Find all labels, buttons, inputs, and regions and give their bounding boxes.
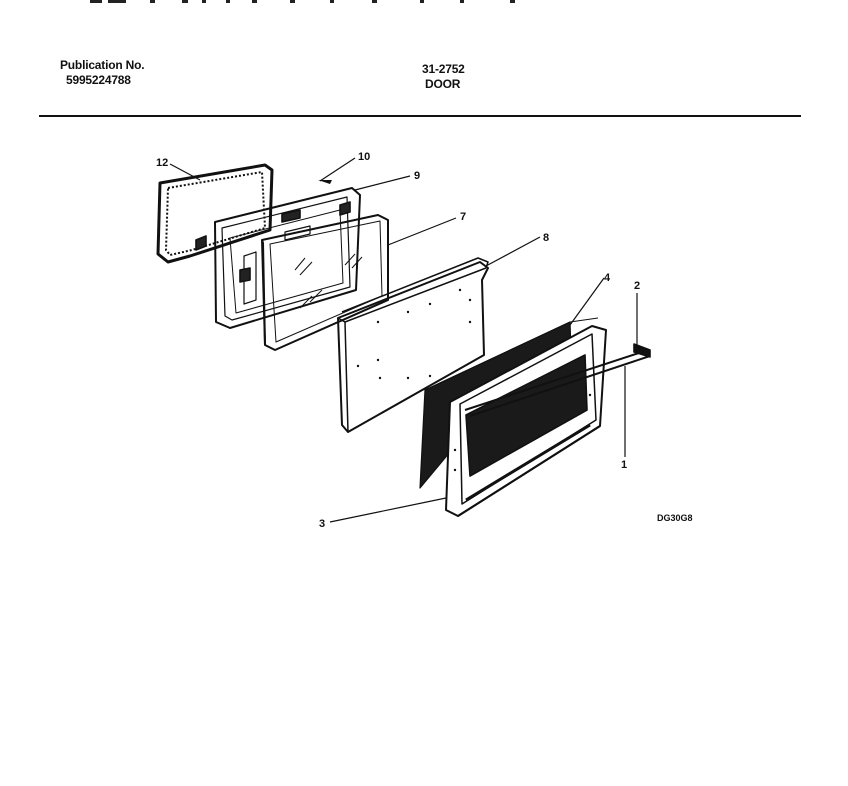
diagram-code: DG30G8 <box>657 513 693 523</box>
part-7-glass-pack <box>261 214 389 351</box>
part-8-inner-door <box>337 257 489 433</box>
callout-10: 10 <box>358 151 370 163</box>
part-1-handle <box>464 343 651 417</box>
callout-2: 2 <box>634 280 640 292</box>
document-number: 31-2752 <box>422 62 465 76</box>
callout-8: 8 <box>543 232 549 244</box>
part-9-inner-panel <box>214 187 361 329</box>
callout-1: 1 <box>621 459 627 471</box>
header-divider <box>39 115 801 117</box>
callout-12: 12 <box>156 157 168 169</box>
callout-7: 7 <box>460 211 466 223</box>
top-edge-artifacts <box>90 0 515 3</box>
publication-label: Publication No. <box>60 58 145 72</box>
section-title: DOOR <box>425 77 461 91</box>
callout-9: 9 <box>414 170 420 182</box>
callout-4: 4 <box>604 272 611 284</box>
callout-3: 3 <box>319 518 325 530</box>
publication-number: 5995224788 <box>66 73 131 87</box>
part-3-outer-door-frame <box>445 325 607 517</box>
